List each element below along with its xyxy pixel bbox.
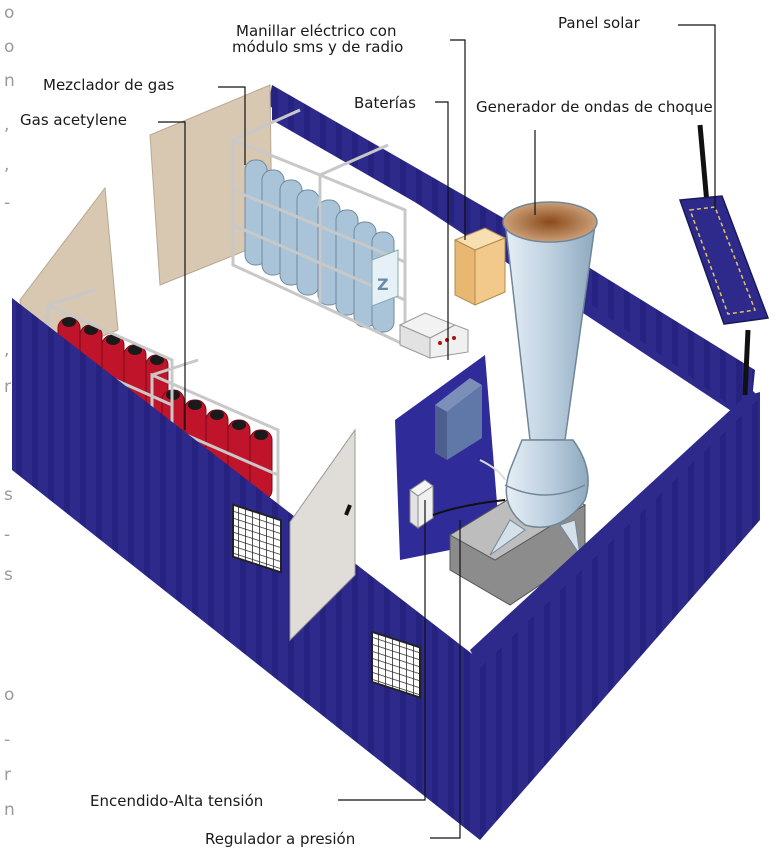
- back-wall-right-panel-2: [585, 265, 755, 420]
- front-wall-right: [480, 392, 760, 840]
- margin-text-fragments: o o n , , - , r s - s o - r n: [4, 3, 15, 820]
- callout-lines: [158, 24, 716, 839]
- svg-text:,: ,: [4, 155, 9, 175]
- label-mezclador: Mezclador de gas: [43, 76, 175, 94]
- front-wall-right-top: [470, 390, 760, 668]
- svg-text:n: n: [4, 71, 15, 91]
- svg-text:,: ,: [4, 340, 9, 360]
- svg-text:r: r: [4, 765, 11, 785]
- svg-text:n: n: [4, 800, 15, 820]
- electric-handle-sms-radio-module: [398, 312, 469, 359]
- svg-text:Z: Z: [377, 275, 389, 294]
- label-generador: Generador de ondas de choque: [476, 98, 713, 116]
- front-wall-left-ribbed: [12, 298, 480, 840]
- shock-wave-generator: [449, 201, 598, 606]
- high-voltage-ignition-box: [409, 479, 506, 529]
- gas-mixer-cylinder-rack: Z: [231, 108, 407, 348]
- solar-panel: [678, 124, 770, 396]
- labels: Manillar eléctrico con módulo sms y de r…: [20, 14, 713, 848]
- label-manillar-line2: módulo sms y de radio: [232, 38, 403, 56]
- svg-text:s: s: [4, 485, 13, 505]
- label-manillar-line1: Manillar eléctrico con: [236, 22, 396, 40]
- label-gas-acetylene: Gas acetylene: [20, 111, 127, 129]
- svg-text:-: -: [4, 525, 10, 545]
- svg-text:-: -: [4, 730, 10, 750]
- svg-text:o: o: [4, 37, 14, 57]
- front-door: [289, 428, 356, 642]
- svg-text:s: s: [4, 565, 13, 585]
- label-regulador: Regulador a presión: [205, 830, 355, 848]
- svg-text:-: -: [4, 193, 10, 213]
- label-encendido: Encendido-Alta tensión: [90, 792, 263, 810]
- vent-grille-right: [371, 630, 421, 699]
- vent-grille-left: [232, 503, 282, 574]
- svg-text:r: r: [4, 377, 11, 397]
- svg-text:,: ,: [4, 115, 9, 135]
- battery-box: [453, 227, 507, 306]
- svg-text:o: o: [4, 3, 14, 23]
- label-baterias: Baterías: [354, 94, 416, 112]
- svg-text:o: o: [4, 685, 14, 705]
- label-panel-solar: Panel solar: [558, 14, 641, 32]
- back-wall-right-panel: [272, 85, 585, 300]
- electrical-cabinet: [435, 378, 482, 460]
